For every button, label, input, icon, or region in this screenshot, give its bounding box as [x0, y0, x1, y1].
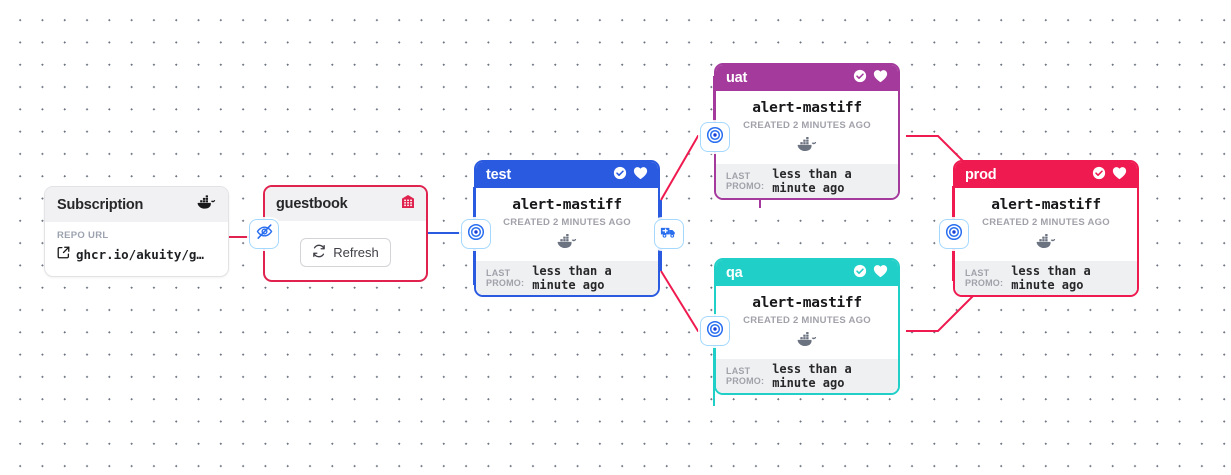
freight-name-test: alert-mastiff: [512, 197, 622, 213]
stage-header-qa: qa: [716, 260, 898, 286]
stage-body-test: alert-mastiff CREATED 2 MINUTES AGO: [476, 188, 658, 261]
stage-card-qa[interactable]: qa alert-mastiff CREATED 2 MINUTES AGO: [714, 258, 900, 395]
repo-url-label: REPO URL: [57, 230, 109, 241]
refresh-button[interactable]: Refresh: [300, 238, 391, 267]
last-promo-label-prod: LAST PROMO:: [965, 267, 1004, 289]
freight-name-uat: alert-mastiff: [752, 100, 862, 116]
subscription-header: Subscription: [45, 187, 228, 222]
docker-whale-icon: [797, 332, 817, 352]
target-icon: [945, 223, 963, 246]
target-uat-button[interactable]: [700, 122, 730, 152]
eye-slash-icon: [256, 223, 273, 245]
target-prod-button[interactable]: [939, 219, 969, 249]
heart-icon[interactable]: [1112, 166, 1127, 185]
docker-whale-icon: [797, 137, 817, 157]
docker-whale-icon: [1036, 234, 1056, 254]
heart-icon[interactable]: [873, 69, 888, 88]
heart-icon[interactable]: [633, 166, 648, 185]
stage-header-icons-prod: [1092, 166, 1127, 185]
target-test-button[interactable]: [461, 219, 491, 249]
freight-name-qa: alert-mastiff: [752, 295, 862, 311]
stage-name-prod: prod: [965, 167, 997, 183]
freight-name-prod: alert-mastiff: [991, 197, 1101, 213]
target-icon: [706, 320, 724, 343]
stage-body-qa: alert-mastiff CREATED 2 MINUTES AGO: [716, 286, 898, 359]
truck-icon: [660, 224, 678, 245]
check-circle-icon[interactable]: [853, 69, 867, 88]
external-link-icon: [57, 246, 70, 262]
stage-footer-uat: LAST PROMO: less than a minute ago: [716, 164, 898, 198]
freight-created-prod: CREATED 2 MINUTES AGO: [982, 217, 1110, 228]
last-promo-label-qa: LAST PROMO:: [726, 365, 765, 387]
stage-header-test: test: [476, 162, 658, 188]
refresh-label: Refresh: [333, 245, 379, 260]
warehouse-body: Refresh: [265, 221, 426, 280]
freight-created-uat: CREATED 2 MINUTES AGO: [743, 120, 871, 131]
repo-url-value-row[interactable]: ghcr.io/akuity/g…: [57, 246, 216, 262]
docker-whale-icon: [557, 234, 577, 254]
stage-body-prod: alert-mastiff CREATED 2 MINUTES AGO: [955, 188, 1137, 261]
target-icon: [467, 223, 485, 246]
subscription-body: REPO URL ghcr.io/akuity/g…: [45, 222, 228, 262]
last-promo-label-test: LAST PROMO:: [486, 267, 525, 289]
docker-whale-icon: [197, 194, 216, 215]
stage-footer-qa: LAST PROMO: less than a minute ago: [716, 359, 898, 393]
target-icon: [706, 126, 724, 149]
check-circle-icon[interactable]: [1092, 166, 1106, 185]
stage-name-test: test: [486, 167, 511, 183]
last-promo-value-uat: less than a minute ago: [772, 167, 852, 195]
warehouse-icon: [401, 194, 415, 214]
stage-body-uat: alert-mastiff CREATED 2 MINUTES AGO: [716, 91, 898, 164]
subscription-card[interactable]: Subscription REPO URL: [44, 186, 229, 277]
stage-card-uat[interactable]: uat alert-mastiff CREATED 2 MINUTES AGO: [714, 63, 900, 200]
stage-header-icons-qa: [853, 264, 888, 283]
last-promo-value-qa: less than a minute ago: [772, 362, 852, 390]
freight-created-qa: CREATED 2 MINUTES AGO: [743, 315, 871, 326]
stage-footer-test: LAST PROMO: less than a minute ago: [476, 261, 658, 295]
freight-created-test: CREATED 2 MINUTES AGO: [503, 217, 631, 228]
promote-downstream-button[interactable]: [654, 219, 684, 249]
edge-qa-to-prod: [906, 293, 976, 332]
target-qa-button[interactable]: [700, 316, 730, 346]
stage-header-uat: uat: [716, 65, 898, 91]
stage-header-prod: prod: [955, 162, 1137, 188]
warehouse-title: guestbook: [276, 196, 348, 212]
stage-card-prod[interactable]: prod alert-mastiff CREATED 2 MINUTES AGO: [953, 160, 1139, 297]
stage-name-qa: qa: [726, 265, 743, 281]
subscription-title: Subscription: [57, 196, 144, 213]
stage-header-icons-uat: [853, 69, 888, 88]
stage-name-uat: uat: [726, 70, 748, 86]
stage-footer-prod: LAST PROMO: less than a minute ago: [955, 261, 1137, 295]
last-promo-value-test: less than a minute ago: [532, 264, 612, 292]
warehouse-header: guestbook: [265, 187, 426, 221]
hide-subscription-button[interactable]: [249, 219, 279, 249]
last-promo-label-uat: LAST PROMO:: [726, 170, 765, 192]
stage-header-icons-test: [613, 166, 648, 185]
check-circle-icon[interactable]: [853, 264, 867, 283]
refresh-icon: [312, 244, 326, 261]
last-promo-value-prod: less than a minute ago: [1011, 264, 1091, 292]
repo-url-text: ghcr.io/akuity/g…: [76, 246, 204, 262]
warehouse-card[interactable]: guestbook: [263, 185, 428, 282]
check-circle-icon[interactable]: [613, 166, 627, 185]
stage-card-test[interactable]: test alert-mastiff CREATED 2 MINUTES AGO: [474, 160, 660, 297]
heart-icon[interactable]: [873, 264, 888, 283]
